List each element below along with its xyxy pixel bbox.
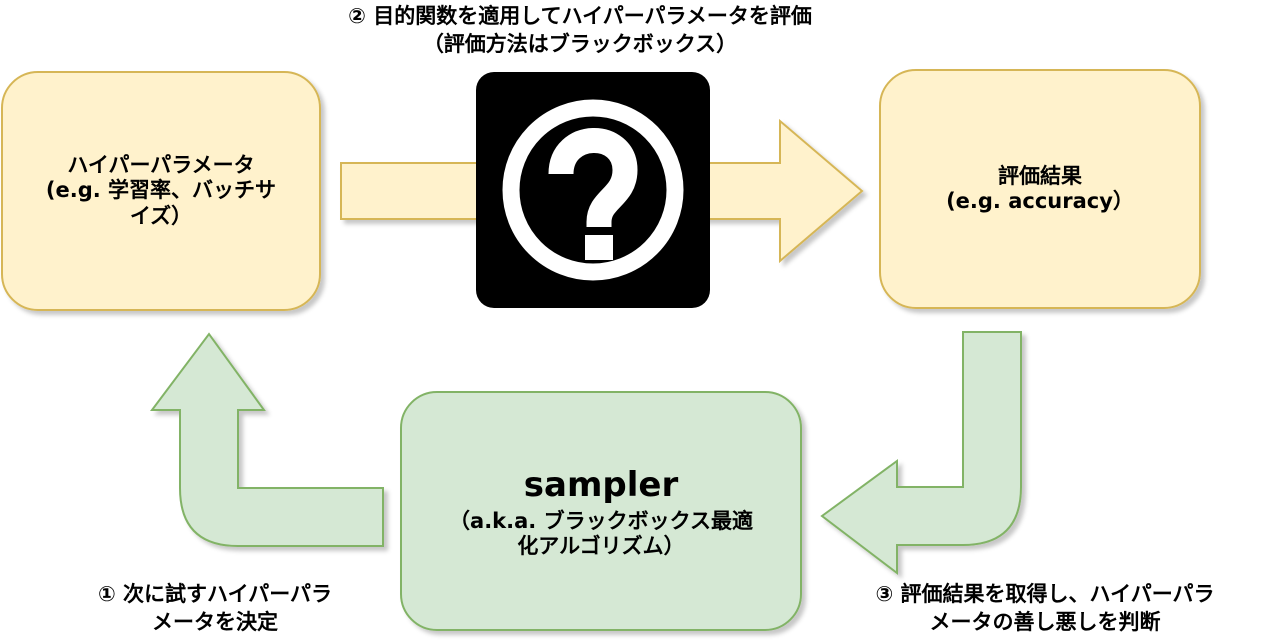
flow-arrow-result-to-sampler — [820, 331, 1022, 576]
step2-caption-line2: （評価方法はブラックボックス） — [422, 32, 738, 56]
question-mark-icon — [502, 99, 684, 281]
result-box-shape — [879, 69, 1201, 309]
result-example: (e.g. accuracy） — [946, 189, 1134, 213]
sampler-alias-line1: （a.k.a. ブラックボックス最適 — [449, 508, 753, 533]
step1-caption-line2: メータを決定 — [152, 610, 278, 634]
step3-caption-line1: ③ 評価結果を取得し、ハイパーパラ — [875, 582, 1215, 606]
sampler-box-shape — [400, 391, 802, 631]
step2-caption-line1: ② 目的関数を適用してハイパーパラメータを評価 — [348, 4, 812, 28]
result-title: 評価結果 — [997, 163, 1082, 188]
sampler-alias-line2: 化アルゴリズム） — [517, 534, 685, 558]
sampler-box: sampler （a.k.a. ブラックボックス最適 化アルゴリズム） — [401, 392, 801, 630]
hyperparameter-title: ハイパーパラメータ — [67, 153, 255, 178]
hyperparameter-box-shape — [1, 71, 321, 311]
hyperparameter-box: ハイパーパラメータ (e.g. 学習率、バッチサ イズ） — [2, 72, 320, 310]
hyperparameter-example-line2: イズ） — [129, 203, 193, 228]
flow-arrow-sampler-to-hyperparameter — [150, 332, 384, 547]
hyperparameter-example-line1: (e.g. 学習率、バッチサ — [45, 178, 277, 203]
sampler-title: sampler — [523, 464, 679, 505]
step3-caption: ③ 評価結果を取得し、ハイパーパラ メータの善し悪しを判断 — [810, 580, 1280, 636]
step1-caption-line1: ① 次に試すハイパーパラ — [97, 582, 333, 606]
result-box: 評価結果 (e.g. accuracy） — [880, 70, 1200, 308]
step3-caption-line2: メータの善し悪しを判断 — [929, 610, 1161, 634]
step2-caption: ② 目的関数を適用してハイパーパラメータを評価 （評価方法はブラックボックス） — [250, 2, 910, 58]
step1-caption: ① 次に試すハイパーパラ メータを決定 — [30, 580, 400, 636]
